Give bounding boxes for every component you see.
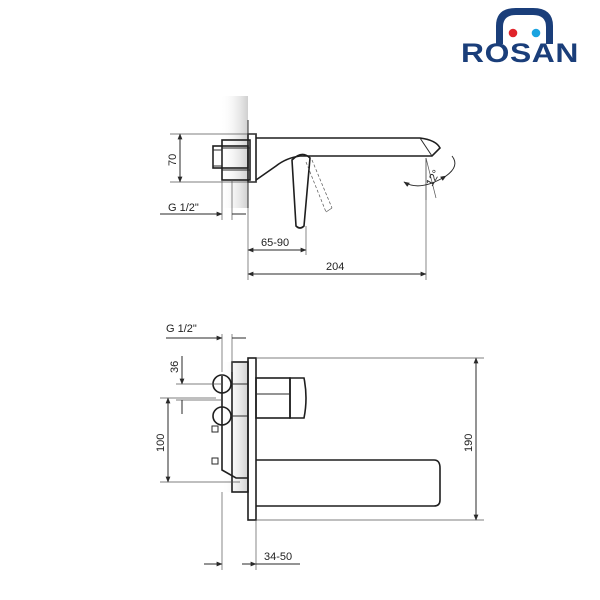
side-spout-length-label: 204	[326, 261, 344, 273]
front-center-distance-label: 100	[155, 434, 167, 452]
side-thread-label: G 1/2"	[168, 202, 199, 214]
front-cover-plate	[247, 357, 257, 521]
front-offset-label: 36	[169, 361, 181, 373]
logo-arch-icon	[496, 8, 553, 44]
side-view: 70 G 1/2" 65-90 204 12°	[160, 96, 456, 280]
front-depth-label: 34-50	[264, 551, 292, 563]
logo-red-dot-icon	[508, 28, 518, 38]
side-height-label: 70	[167, 154, 179, 166]
front-spout	[256, 459, 441, 507]
side-angle-label: 12°	[424, 168, 443, 188]
front-view: G 1/2" 36 100 190 34-50	[155, 323, 484, 570]
side-lever	[291, 153, 311, 229]
front-mixer-handle	[255, 377, 307, 419]
side-wall	[220, 96, 248, 208]
front-thread-label: G 1/2"	[166, 323, 197, 335]
logo-blue-dot-icon	[531, 28, 541, 38]
front-height-label: 190	[463, 434, 475, 452]
side-lever-rotated	[305, 159, 333, 213]
side-spout	[255, 137, 441, 181]
brand-logo: ROSAN	[461, 8, 579, 68]
side-wall-depth-label: 65-90	[261, 237, 289, 249]
logo-wordmark: ROSAN	[461, 38, 579, 68]
